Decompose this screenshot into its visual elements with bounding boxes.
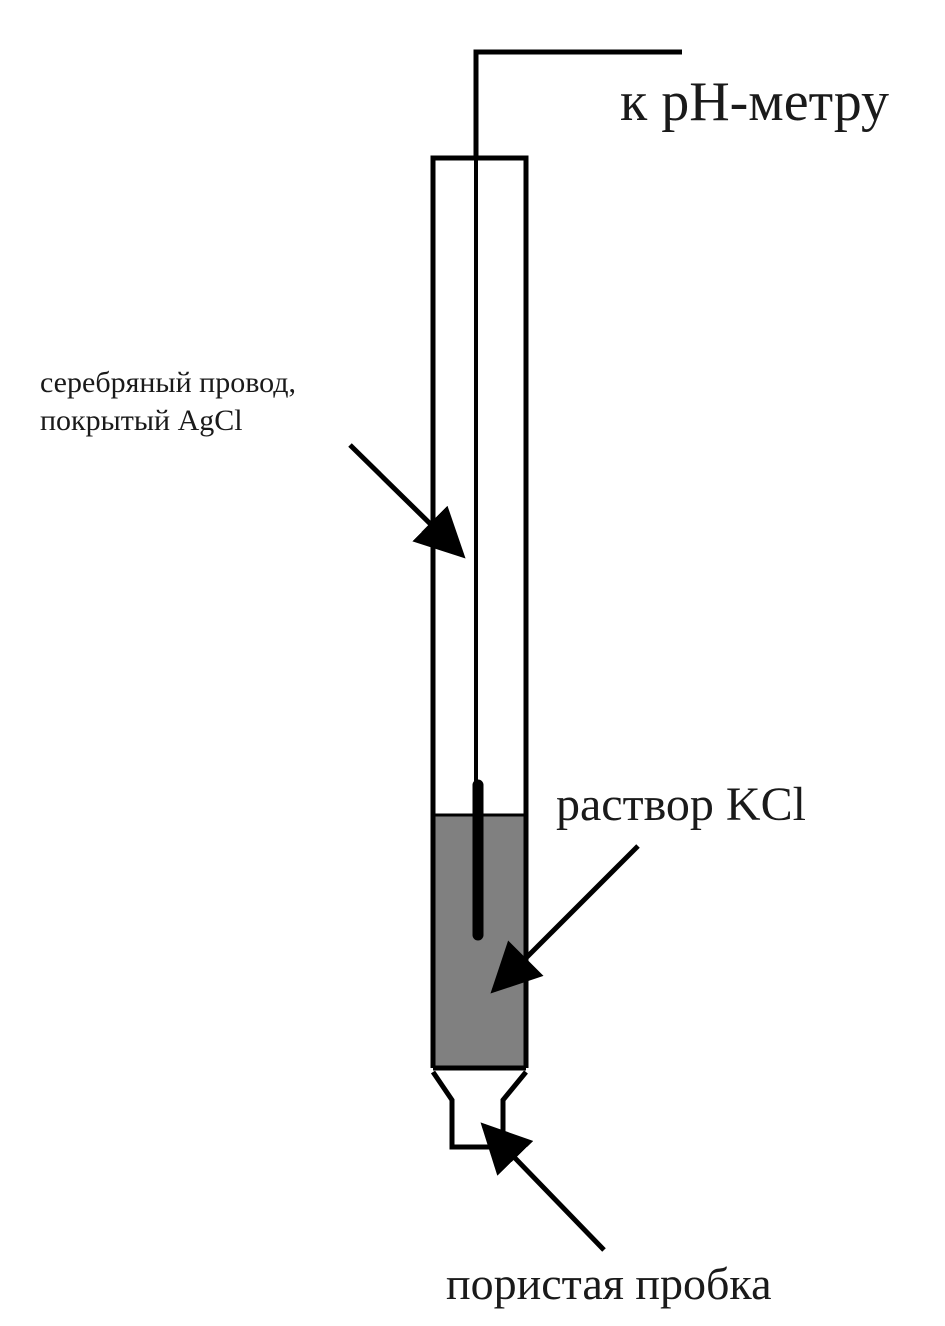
label-silver-wire-line1: серебряный провод, — [40, 366, 297, 399]
porous-plug-tip — [430, 1070, 528, 1150]
label-silver-wire-line2: покрытый AgCl — [40, 404, 243, 437]
label-kcl-solution: раствор KCl — [556, 778, 806, 831]
label-silver-wire: серебряный провод, покрытый AgCl — [40, 364, 296, 440]
label-to-ph-meter: к pH-метру — [620, 71, 890, 133]
label-porous-plug: пористая пробка — [446, 1258, 772, 1309]
arrow-silver-wire — [348, 443, 466, 559]
arrow-porous-plug — [480, 1122, 606, 1252]
meter-lead-wire — [473, 49, 682, 160]
electrode-tube — [430, 155, 529, 1068]
arrow-kcl-solution — [490, 844, 640, 994]
